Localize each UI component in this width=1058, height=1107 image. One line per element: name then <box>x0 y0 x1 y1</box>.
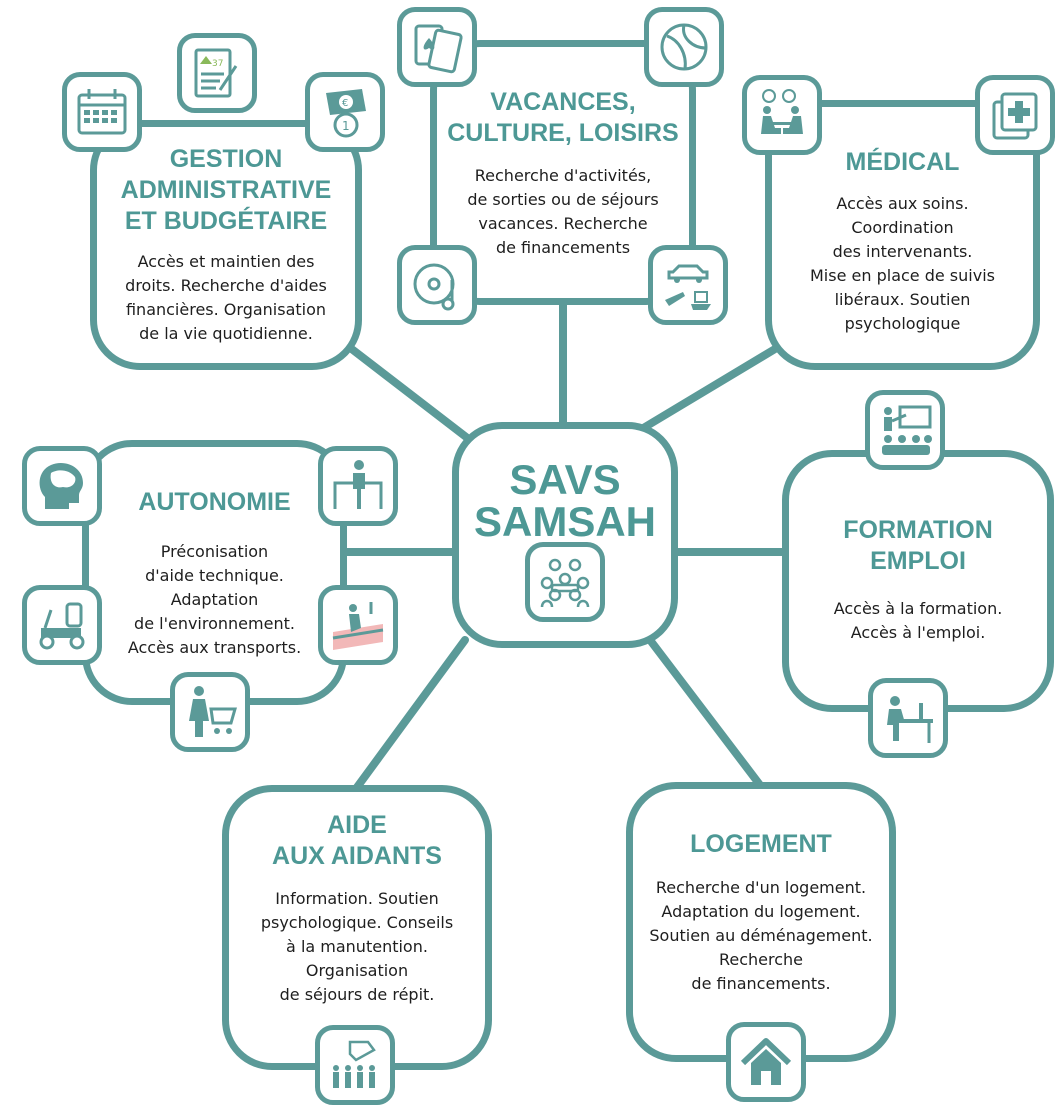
shopping-cart-icon <box>170 672 250 752</box>
office-worker-icon <box>868 678 948 758</box>
connector-gestion <box>336 336 474 444</box>
node-title: AUTONOMIE <box>138 488 291 516</box>
walking-frame-icon <box>318 446 398 526</box>
calendar-icon <box>62 72 142 152</box>
currency-icon: €1 <box>305 72 385 152</box>
svg-text:1: 1 <box>342 119 350 133</box>
node-title: VACANCES, CULTURE, LOISIRS <box>447 88 679 147</box>
node-description: Accès à la formation. Accès à l'emploi. <box>833 599 1003 642</box>
family-hands-icon <box>315 1025 395 1105</box>
node-description: Recherche d'activités, de sorties ou de … <box>467 166 659 257</box>
node-description: Accès et maintien des droits. Recherche … <box>125 252 327 343</box>
connector-aidants <box>351 636 469 794</box>
training-icon <box>865 390 945 470</box>
node-title: FORMATION EMPLOI <box>843 516 993 575</box>
svg-text:€: € <box>342 98 348 109</box>
medical-kit-icon <box>975 75 1055 155</box>
connector-logement <box>646 636 764 789</box>
travel-icon <box>648 245 728 325</box>
stair-lift-icon <box>318 585 398 665</box>
node-description: Information. Soutien psychologique. Cons… <box>260 889 454 1004</box>
mobility-scooter-icon <box>22 585 102 665</box>
meeting-group-icon <box>525 542 605 622</box>
house-icon <box>726 1022 806 1102</box>
brain-icon <box>22 446 102 526</box>
node-description: Préconisation d'aide technique. Adaptati… <box>127 542 302 657</box>
consultation-icon <box>742 75 822 155</box>
node-description: Recherche d'un logement. Adaptation du l… <box>649 878 873 993</box>
node-description: Accès aux soins. Coordination des interv… <box>810 194 995 333</box>
document-pen-icon: 37 <box>177 33 257 113</box>
node-gestion: GESTION ADMINISTRATIVE ET BUDGÉTAIRE Acc… <box>90 120 362 370</box>
center-title: SAVS SAMSAH <box>473 456 656 545</box>
node-autonomie: AUTONOMIE Préconisation d'aide technique… <box>82 440 347 705</box>
playing-cards-icon <box>397 7 477 87</box>
music-disc-icon <box>397 245 477 325</box>
node-title: AIDE AUX AIDANTS <box>272 811 442 870</box>
node-title: MÉDICAL <box>845 148 960 176</box>
node-title: LOGEMENT <box>690 830 832 858</box>
badge-number: 37 <box>212 59 223 69</box>
node-formation: FORMATION EMPLOI Accès à la formation. A… <box>782 450 1054 712</box>
connector-medical <box>636 336 794 434</box>
beach-ball-icon <box>644 7 724 87</box>
node-logement: LOGEMENT Recherche d'un logement. Adapta… <box>626 782 896 1062</box>
node-title: GESTION ADMINISTRATIVE ET BUDGÉTAIRE <box>120 145 332 235</box>
